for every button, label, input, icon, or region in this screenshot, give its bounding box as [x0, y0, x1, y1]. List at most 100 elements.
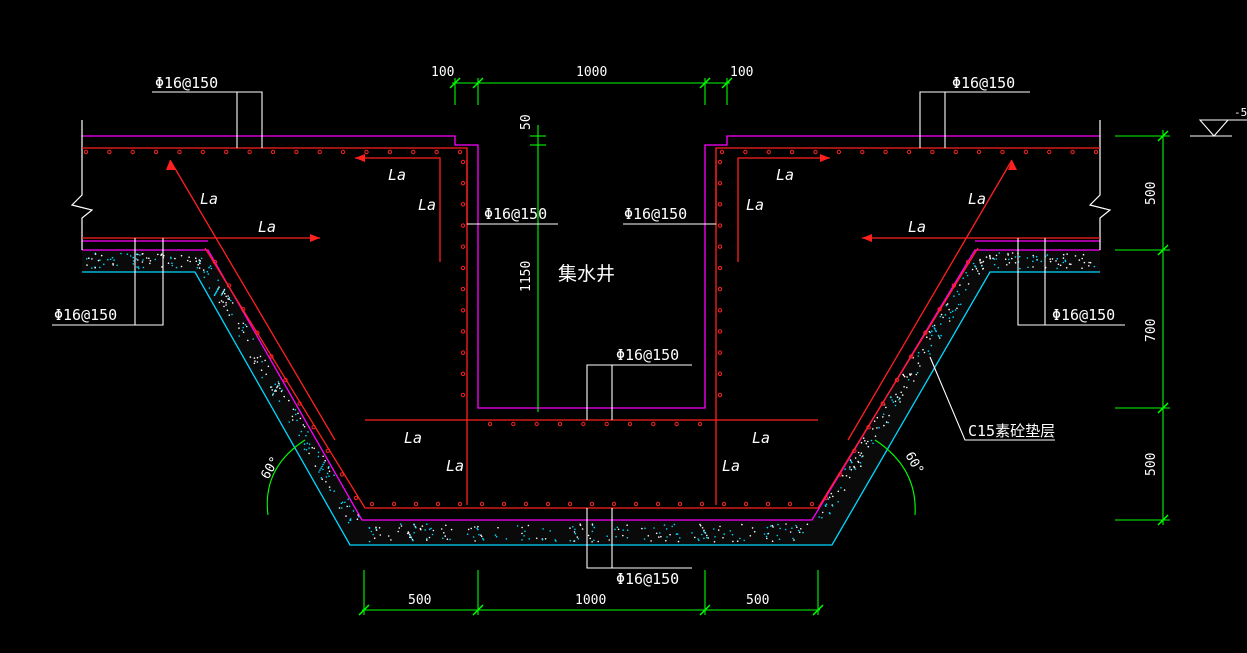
cushion-speckle: [830, 492, 833, 495]
cushion-speckle: [825, 503, 828, 506]
cushion-speckle: [116, 264, 118, 267]
cushion-speckle: [931, 330, 933, 333]
cushion-speckle: [347, 498, 350, 501]
slab-top-outline: [82, 135, 1100, 409]
cushion-speckle: [940, 334, 942, 337]
cushion-speckle: [470, 527, 473, 530]
cushion-speckle: [348, 505, 351, 508]
rebar-dot: [255, 330, 260, 335]
cushion-speckle: [319, 469, 321, 471]
cushion-speckle: [375, 527, 377, 530]
cushion-speckle: [791, 527, 793, 529]
cushion-speckle: [922, 348, 924, 351]
cushion-speckle: [1011, 257, 1013, 260]
cushion-speckle: [141, 261, 144, 263]
cushion-speckle: [913, 380, 915, 382]
cushion-speckle: [1032, 260, 1034, 263]
rebar-dot: [411, 149, 416, 155]
cushion-speckle: [352, 510, 355, 512]
rebar-dot: [719, 149, 725, 155]
cushion-speckle: [1070, 263, 1072, 266]
leader-pit-floor: [586, 364, 692, 420]
cushion-speckle: [974, 265, 976, 268]
cushion-speckle: [333, 490, 336, 492]
tick: [1157, 130, 1169, 142]
cushion-speckle: [221, 293, 223, 295]
cushion-speckle: [210, 267, 213, 270]
cushion-speckle: [929, 338, 931, 340]
cushion-speckle: [939, 315, 942, 318]
cushion-speckle: [368, 527, 371, 529]
cushion-speckle: [372, 533, 374, 536]
cushion-speckle: [979, 262, 982, 264]
cushion-speckle: [650, 540, 652, 542]
cushion-speckle: [577, 538, 580, 540]
cushion-speckle: [129, 255, 132, 257]
angle-arc-right: [874, 439, 916, 516]
cushion-speckle: [569, 539, 572, 542]
cushion-speckle: [896, 396, 899, 399]
cushion-speckle: [445, 524, 447, 527]
cushion-speckle: [910, 373, 913, 375]
cushion-speckle: [442, 537, 444, 540]
dim-top-right: 100: [730, 65, 753, 80]
rebar-dot: [717, 329, 723, 334]
cushion-speckle: [521, 532, 523, 535]
rebar-top-left: [82, 147, 468, 225]
cushion-speckle: [832, 495, 834, 498]
rebar-dot: [317, 149, 322, 155]
cushion-speckle: [971, 268, 974, 271]
cushion-speckle: [482, 539, 485, 541]
cushion-speckle: [842, 475, 844, 477]
cushion-speckle: [281, 389, 284, 392]
cushion-speckle: [270, 386, 272, 389]
cushion-speckle: [1018, 255, 1021, 258]
la-label: La: [722, 457, 740, 475]
rebar-dot: [860, 149, 865, 155]
cushion-speckle: [326, 472, 329, 475]
rebar-dot: [297, 401, 302, 406]
cushion-speckle: [413, 524, 416, 526]
rebar-dot: [1070, 149, 1075, 155]
rebar-dot: [717, 286, 723, 292]
cushion-speckle: [862, 455, 864, 457]
rebar-dot: [717, 244, 723, 249]
cushion-speckle: [821, 511, 824, 514]
rebar-dot: [311, 425, 316, 430]
cushion-speckle: [524, 530, 526, 533]
cushion-speckle: [88, 257, 90, 260]
cushion-speckle: [278, 400, 281, 402]
cushion-speckle: [139, 254, 141, 256]
cushion-speckle: [644, 527, 646, 530]
rebar-dot: [511, 421, 516, 427]
rebar-dot: [460, 329, 466, 334]
cushion-speckle: [477, 525, 479, 528]
cushion-speckle: [541, 538, 544, 541]
rebar-dot: [651, 421, 656, 427]
cushion-speckle: [606, 535, 608, 537]
cushion-speckle: [516, 525, 519, 527]
rebar-dot: [460, 244, 466, 249]
cushion-speckle: [328, 465, 330, 468]
cushion-speckle: [443, 532, 445, 534]
cushion-speckle: [299, 417, 302, 420]
rebar-dot: [435, 501, 441, 507]
rebar-dot: [717, 265, 723, 271]
la-label: La: [200, 190, 218, 208]
rebar-dot: [545, 501, 551, 507]
rebar-dot: [717, 371, 723, 377]
cushion-speckle: [622, 534, 624, 537]
cushion-speckle: [409, 534, 412, 537]
cushion-speckle: [857, 461, 860, 464]
cushion-speckle: [722, 537, 724, 539]
cushion-speckle: [713, 541, 716, 543]
cushion-speckle: [965, 289, 967, 291]
cushion-speckle: [474, 540, 476, 542]
la-label: La: [752, 429, 770, 447]
rebar-dot: [717, 180, 723, 186]
cushion-speckle: [883, 424, 885, 427]
cushion-speckle: [215, 290, 218, 293]
break-line-right: [1088, 120, 1112, 250]
cushion-speckle: [303, 443, 306, 445]
rebar-dot: [883, 149, 888, 155]
